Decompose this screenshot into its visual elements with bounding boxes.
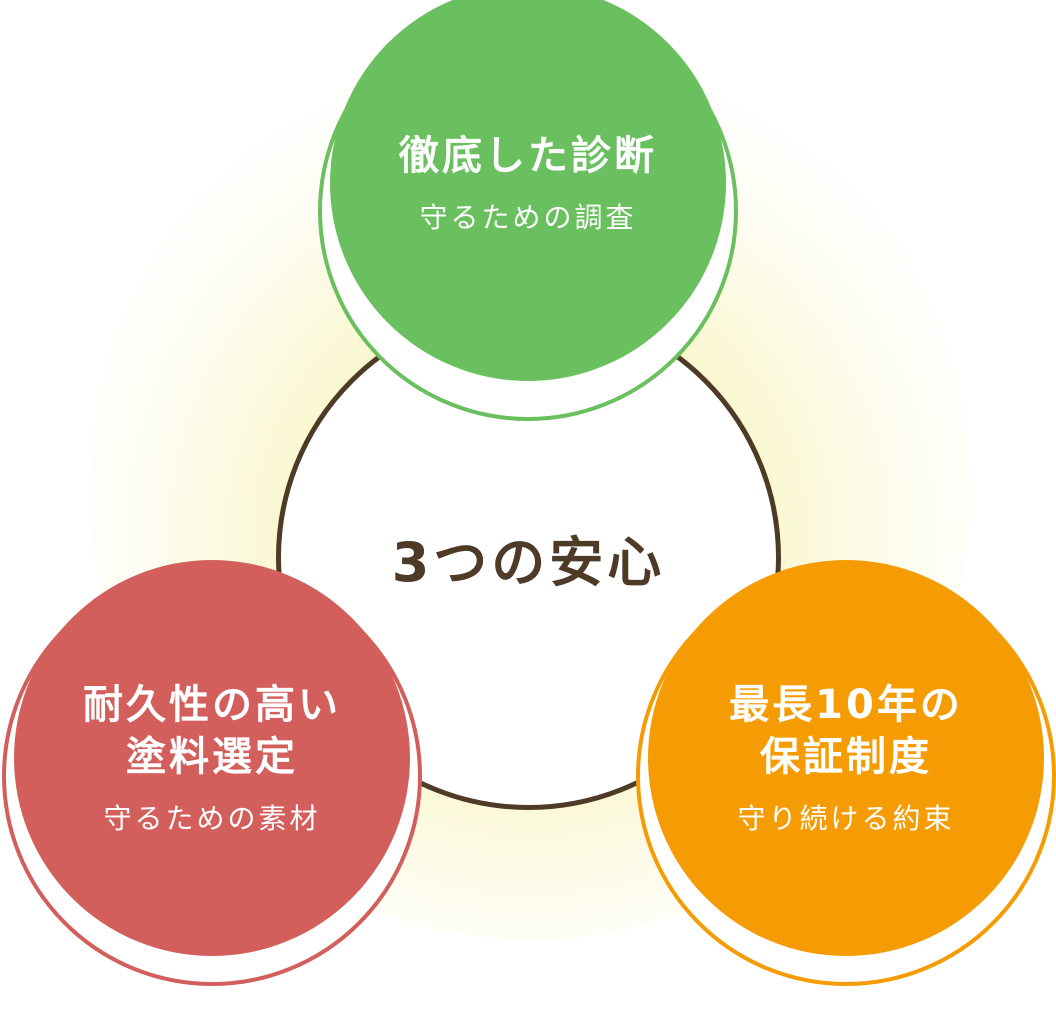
node-diagnosis-subtitle: 守るための調査 <box>419 201 637 234</box>
node-warranty-subtitle: 守り続ける約束 <box>737 802 955 835</box>
node-paint-selection-title: 耐久性の高い 塗料選定 <box>83 682 341 780</box>
node-diagnosis-fill: 徹底した診断 守るための調査 <box>330 0 726 381</box>
node-diagnosis: 徹底した診断 守るための調査 <box>318 0 738 421</box>
node-paint-selection-subtitle: 守るための素材 <box>103 802 321 835</box>
node-warranty-fill: 最長10年の 保証制度 守り続ける約束 <box>648 560 1044 956</box>
node-paint-selection-fill: 耐久性の高い 塗料選定 守るための素材 <box>14 560 410 956</box>
node-warranty-title: 最長10年の 保証制度 <box>729 682 963 780</box>
center-label: 3つの安心 <box>391 531 666 594</box>
node-diagnosis-title: 徹底した診断 <box>399 133 657 179</box>
node-warranty: 最長10年の 保証制度 守り続ける約束 <box>636 560 1056 986</box>
node-paint-selection: 耐久性の高い 塗料選定 守るための素材 <box>2 560 422 986</box>
